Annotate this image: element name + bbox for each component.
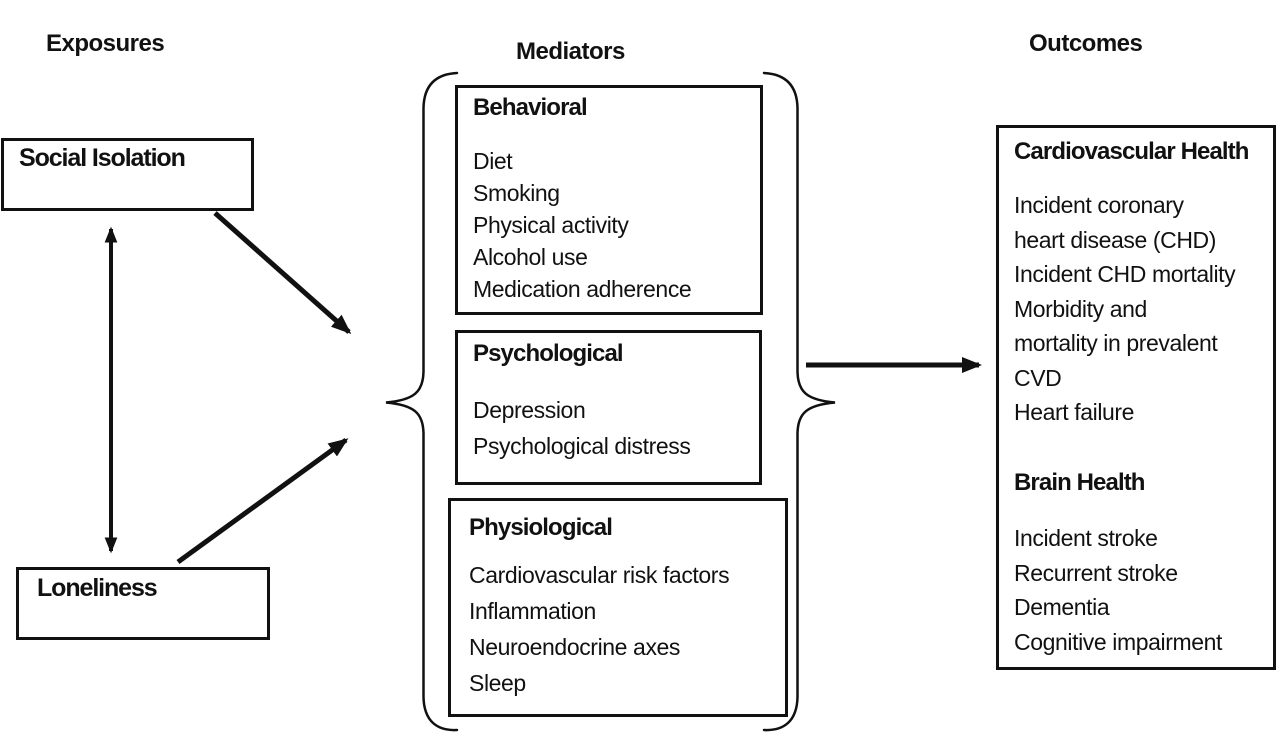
brain-outcome-line: Recurrent stroke [1014,559,1178,586]
physiological-mediators-box: Physiological Cardiovascular risk factor… [448,498,788,717]
cardiovascular-outcome-line: Morbidity and [1014,295,1147,322]
physiological-item: Sleep [469,670,526,696]
loneliness-box: Loneliness [16,567,270,640]
behavioral-item: Smoking [473,180,560,206]
physiological-title: Physiological [469,514,613,541]
column-header-exposures: Exposures [46,30,165,57]
social-isolation-box: Social Isolation [1,138,254,211]
brain-outcome-line: Dementia [1014,594,1110,620]
cardiovascular-outcome-line: Heart failure [1014,399,1135,425]
loneliness-label: Loneliness [37,574,158,602]
behavioral-item: Alcohol use [473,244,588,270]
brain-health-title: Brain Health [1014,469,1145,496]
cardiovascular-health-lines: Incident coronary heart disease (CHD) Inci… [1014,188,1236,430]
cardiovascular-outcome-line: mortality in prevalent [1014,330,1218,356]
social-isolation-label: Social Isolation [19,144,186,172]
behavioral-item: Medication adherence [473,276,692,302]
physiological-item: Cardiovascular risk factors [469,562,730,588]
brain-outcome-line: Cognitive impairment [1014,628,1223,655]
arrow-social-isolation-to-mediators [213,211,352,334]
physiological-item: Inflammation [469,598,596,624]
column-header-mediators: Mediators [516,38,625,65]
physiological-item: Neuroendocrine axes [469,634,681,660]
arrow-loneliness-to-mediators [176,437,349,565]
psychological-title: Psychological [473,340,624,367]
cardiovascular-outcome-line: Incident coronary [1014,192,1184,218]
cardiovascular-outcome-line: Incident CHD mortality [1014,261,1236,287]
brain-outcome-line: Incident stroke [1014,525,1158,551]
cardiovascular-outcome-line: heart disease (CHD) [1014,226,1217,253]
behavioral-item: Diet [473,148,513,174]
cardiovascular-health-title: Cardiovascular Health [1014,138,1249,165]
outcomes-box: Cardiovascular Health Incident coronary h… [996,125,1276,670]
psychological-item: Psychological distress [473,433,691,459]
cardiovascular-outcome-line: CVD [1014,364,1062,391]
mediators-left-brace-shape [385,71,459,732]
behavioral-item: Physical activity [473,212,629,238]
behavioral-title: Behavioral [473,94,588,121]
column-header-outcomes: Outcomes [1029,30,1143,57]
psychological-item: Depression [473,397,586,423]
